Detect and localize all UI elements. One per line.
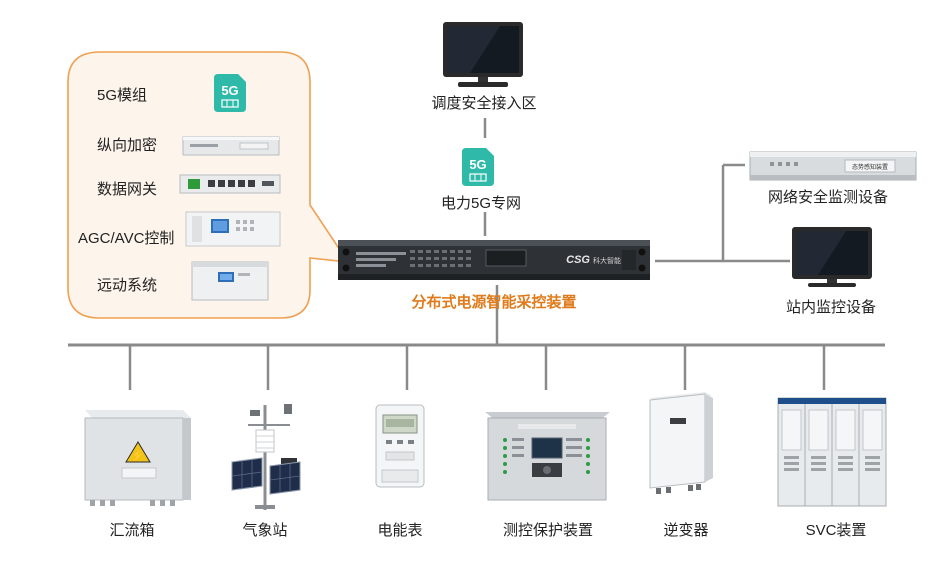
device-brand-sub: 科大智能 — [593, 256, 621, 265]
security-device-face-text: 态势感知装置 — [852, 163, 888, 171]
svg-text:⚡: ⚡ — [131, 449, 145, 462]
callout-item-gateway-label: 数据网关 — [97, 181, 158, 198]
energy-meter-label: 电能表 — [377, 522, 423, 539]
power-5g-network-label: 电力5G专网 — [440, 195, 522, 212]
inverter-label: 逆变器 — [663, 522, 709, 539]
combiner-box-label: 汇流箱 — [109, 522, 155, 539]
sim-5g-text: 5G — [469, 157, 486, 172]
weather-station-label: 气象站 — [242, 522, 288, 539]
dispatch-zone-label: 调度安全接入区 — [431, 95, 537, 112]
callout-item-agc-avc-label: AGC/AVC控制 — [78, 230, 175, 247]
network-security-monitor-label: 网络安全监测设备 — [767, 189, 889, 206]
callout-item-encryption-label: 纵向加密 — [97, 137, 158, 154]
callout-item-5g-module-label: 5G模组 — [97, 87, 148, 104]
protection-device-label: 测控保护装置 — [502, 522, 594, 539]
station-monitor-label: 站内监控设备 — [785, 299, 877, 316]
callout-item-telecontrol-label: 远动系统 — [97, 277, 158, 294]
svc-device-label: SVC装置 — [805, 522, 867, 539]
main-device-label: 分布式电源智能采控装置 — [411, 294, 577, 311]
device-brand: CSG — [566, 254, 590, 266]
sim-5g-text: 5G — [221, 83, 238, 98]
